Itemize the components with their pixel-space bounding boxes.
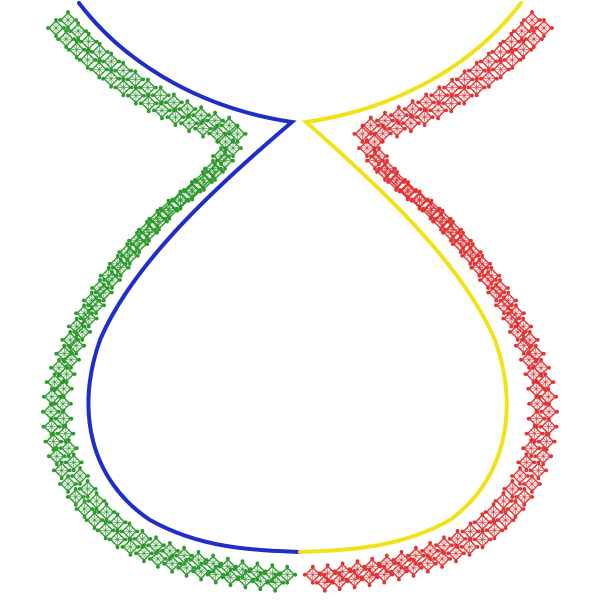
left-lace-border (40, 9, 298, 593)
right-lace-border (302, 9, 560, 593)
right-neckline-cord (298, 1, 523, 554)
left-neckline-cord (77, 1, 302, 554)
